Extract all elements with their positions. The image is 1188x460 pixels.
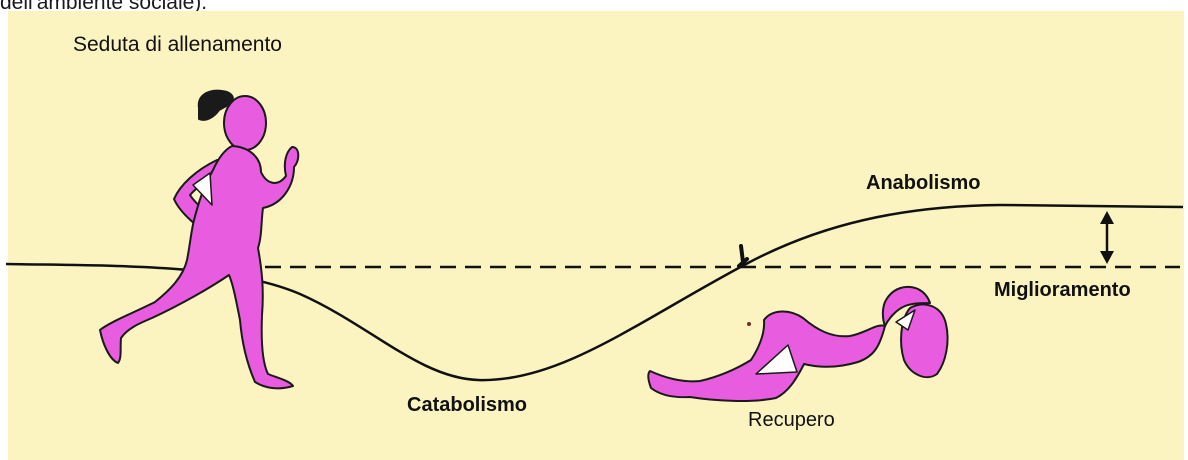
- label-anabolism: Anabolismo: [866, 172, 980, 195]
- reclining-woman-icon: [648, 287, 947, 401]
- label-catabolism: Catabolismo: [407, 394, 527, 417]
- label-improvement: Miglioramento: [994, 279, 1131, 302]
- running-woman-icon: [100, 91, 298, 389]
- label-training-session: Seduta di allenamento: [73, 33, 282, 57]
- label-recovery: Recupero: [748, 409, 835, 432]
- double-headed-arrow-icon: [1100, 211, 1114, 264]
